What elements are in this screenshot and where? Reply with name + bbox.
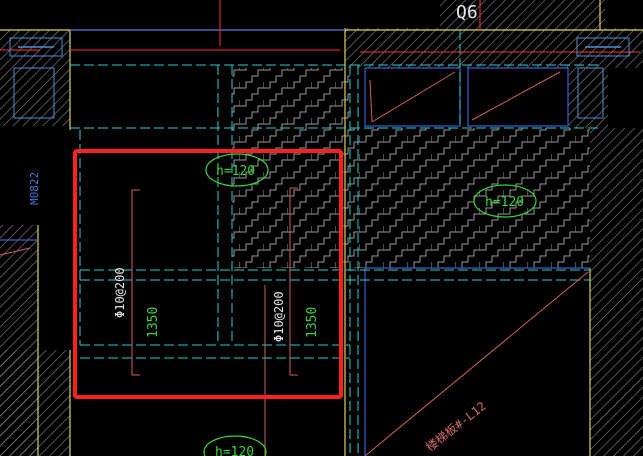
wall-hatch-top-right [465, 28, 643, 68]
slab-label-ellipse-2 [473, 184, 537, 218]
wall-hatch-right-col [568, 68, 608, 128]
stair-hatch-left [232, 68, 350, 268]
dimension-lines [0, 71, 589, 456]
dimension-label-1: 1350 [146, 307, 161, 338]
wall-hatch-right-wall [590, 128, 643, 456]
stair-hatch-group [232, 68, 590, 268]
axis-lines [70, 30, 600, 456]
wall-symbols [9, 37, 630, 119]
dimension-label-2: 1350 [305, 307, 320, 338]
slab-label-ellipse-1 [205, 153, 269, 187]
rebar-spec-label-2: Φ10@200 [272, 291, 286, 342]
door-label: M0822 [28, 172, 41, 205]
beam-lines [0, 29, 590, 456]
slab-label-ellipse-3 [203, 435, 267, 456]
slab-thickness-label-2: h=120 [485, 195, 524, 210]
wall-hatch-left-lower [0, 350, 70, 456]
slab-thickness-label-3: h=120 [215, 445, 254, 456]
slab-thickness-label-1: h=120 [216, 164, 255, 179]
rebar-spec-label-1: Φ10@200 [113, 267, 127, 318]
grid-axis-label: Q6 [456, 2, 478, 23]
wall-hatch-top-strip [440, 0, 605, 28]
stair-label: 楼梯板#-L12 [423, 398, 489, 454]
stair-hatch-right [350, 128, 590, 268]
red-axis-lines [0, 0, 640, 53]
wall-hatch-top-mid [345, 28, 465, 68]
wall-hatch-top-left [0, 30, 70, 126]
selection-highlight-box[interactable] [73, 149, 343, 399]
